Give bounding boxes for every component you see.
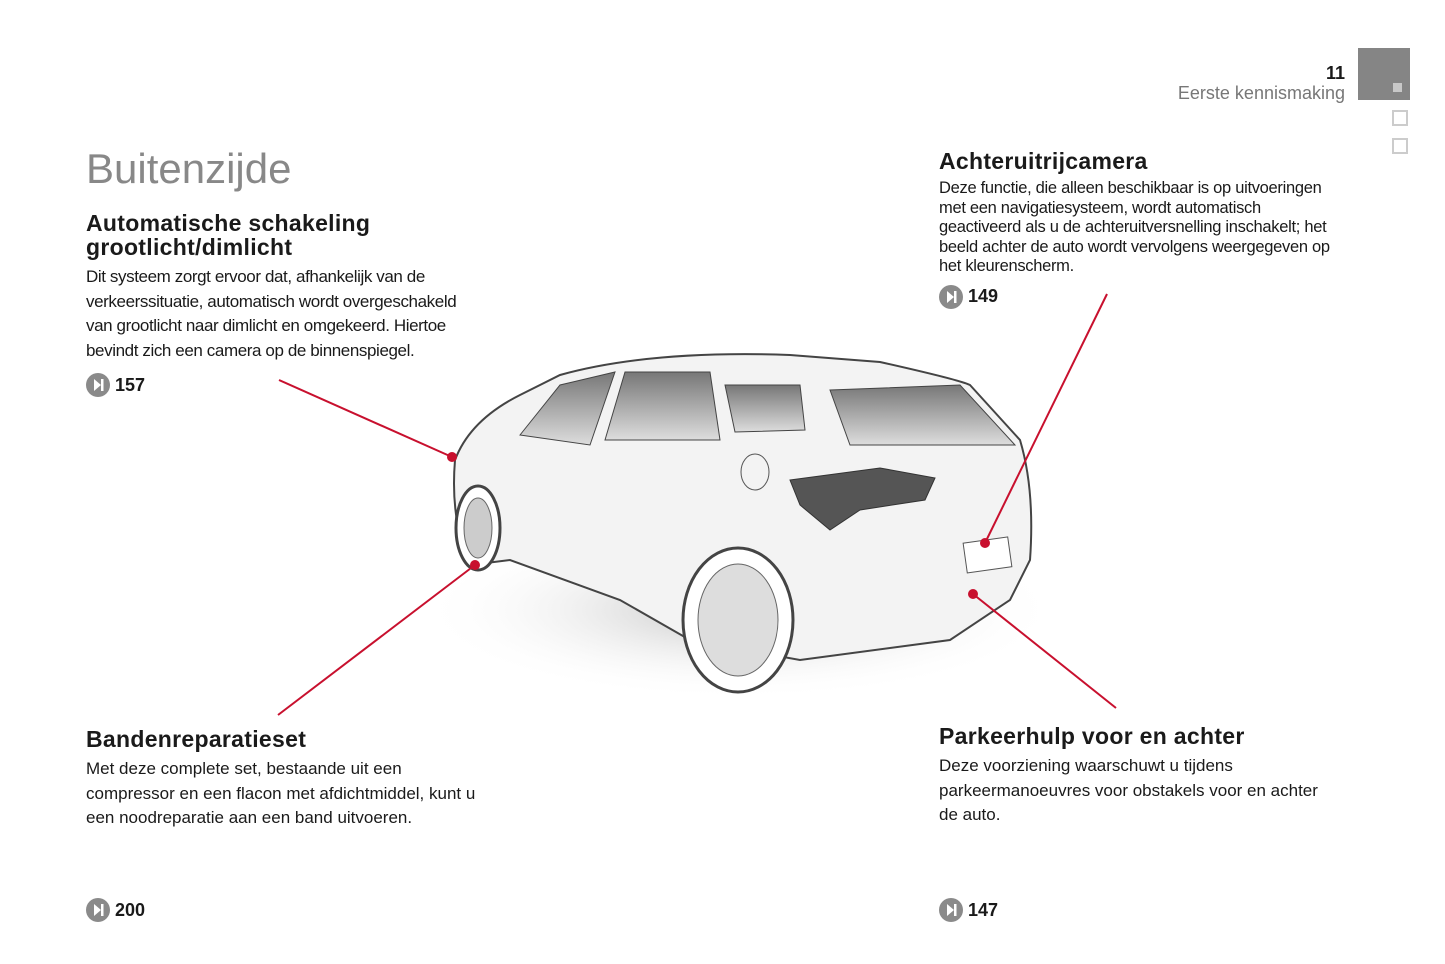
go-to-page-icon (939, 898, 963, 922)
chapter-title: Eerste kennismaking (1177, 83, 1345, 103)
section-text: Deze voorziening waarschuwt u tijdens pa… (939, 756, 1318, 824)
page-reference[interactable]: 147 (939, 898, 998, 922)
section-high-beam: Automatische schakeling grootlicht/dimli… (86, 211, 486, 397)
page-reference[interactable]: 200 (86, 898, 145, 922)
section-tyre-repair: Bandenreparatieset Met deze complete set… (86, 727, 476, 831)
page-reference[interactable]: 157 (86, 373, 486, 397)
section-text: Dit systeem zorgt ervoor dat, afhankelij… (86, 267, 457, 360)
go-to-page-icon (86, 898, 110, 922)
chapter-tab-3[interactable] (1392, 138, 1408, 154)
page-title: Buitenzijde (86, 145, 292, 192)
page-number: 11 (1325, 63, 1345, 83)
section-heading: Parkeerhulp voor en achter (939, 723, 1245, 749)
tab-marker (1393, 83, 1402, 92)
section-text: Deze functie, die alleen beschikbaar is … (939, 179, 1330, 275)
chapter-tab-2[interactable] (1392, 110, 1408, 126)
page-ref-number: 147 (968, 899, 999, 920)
go-to-page-icon (86, 373, 110, 397)
section-reverse-camera: Achteruitrijcamera Deze functie, die all… (939, 149, 1339, 309)
section-heading: Automatische schakeling grootlicht/dimli… (86, 210, 371, 260)
section-heading: Bandenreparatieset (86, 726, 307, 752)
chapter-tab[interactable] (1358, 48, 1410, 100)
section-parking-sensors: Parkeerhulp voor en achter Deze voorzien… (939, 724, 1319, 828)
section-text: Met deze complete set, bestaande uit een… (86, 759, 476, 827)
section-heading: Achteruitrijcamera (939, 148, 1148, 174)
page-ref-number: 157 (115, 374, 146, 395)
page-ref-number: 149 (968, 286, 999, 306)
go-to-page-icon (939, 284, 963, 309)
callout-lines (277, 293, 1117, 716)
page-reference[interactable]: 149 (939, 284, 1339, 309)
page-ref-number: 200 (115, 899, 146, 920)
